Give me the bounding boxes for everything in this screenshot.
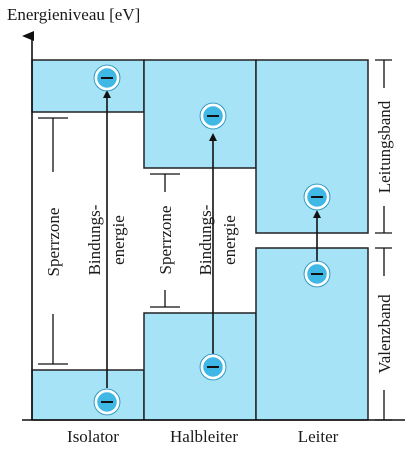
isolator-valence-band (31, 369, 145, 421)
electron-isolator-upper (93, 64, 121, 92)
isolator-column (31, 59, 145, 421)
column-label-isolator: Isolator (67, 427, 119, 446)
column-label-halbleiter: Halbleiter (170, 427, 238, 446)
halbleiter-binding-label-2: energie (220, 215, 239, 265)
isolator-gap-label: Sperrzone (44, 208, 63, 277)
isolator-gap-bracket (38, 117, 68, 365)
band-brackets (375, 59, 392, 421)
leiter-column (255, 59, 369, 421)
halbleiter-gap-bracket (150, 173, 180, 308)
electron-isolator-lower (93, 388, 121, 416)
electron-halbleiter-upper (199, 102, 227, 130)
column-label-leiter: Leiter (298, 427, 339, 446)
isolator-conduction-band (31, 59, 145, 113)
halbleiter-gap-label: Sperrzone (156, 206, 175, 275)
valence-band-label: Valenzband (375, 294, 394, 374)
conduction-band-label: Leitungsband (375, 100, 394, 193)
halbleiter-binding-label-1: Bindungs- (196, 204, 215, 275)
y-axis-label: Energieniveau [eV] (7, 5, 140, 24)
electron-leiter-lower (303, 260, 331, 288)
isolator-binding-label-1: Bindungs- (85, 204, 104, 275)
electron-leiter-upper (303, 183, 331, 211)
electron-halbleiter-lower (199, 353, 227, 381)
isolator-binding-label-2: energie (109, 215, 128, 265)
